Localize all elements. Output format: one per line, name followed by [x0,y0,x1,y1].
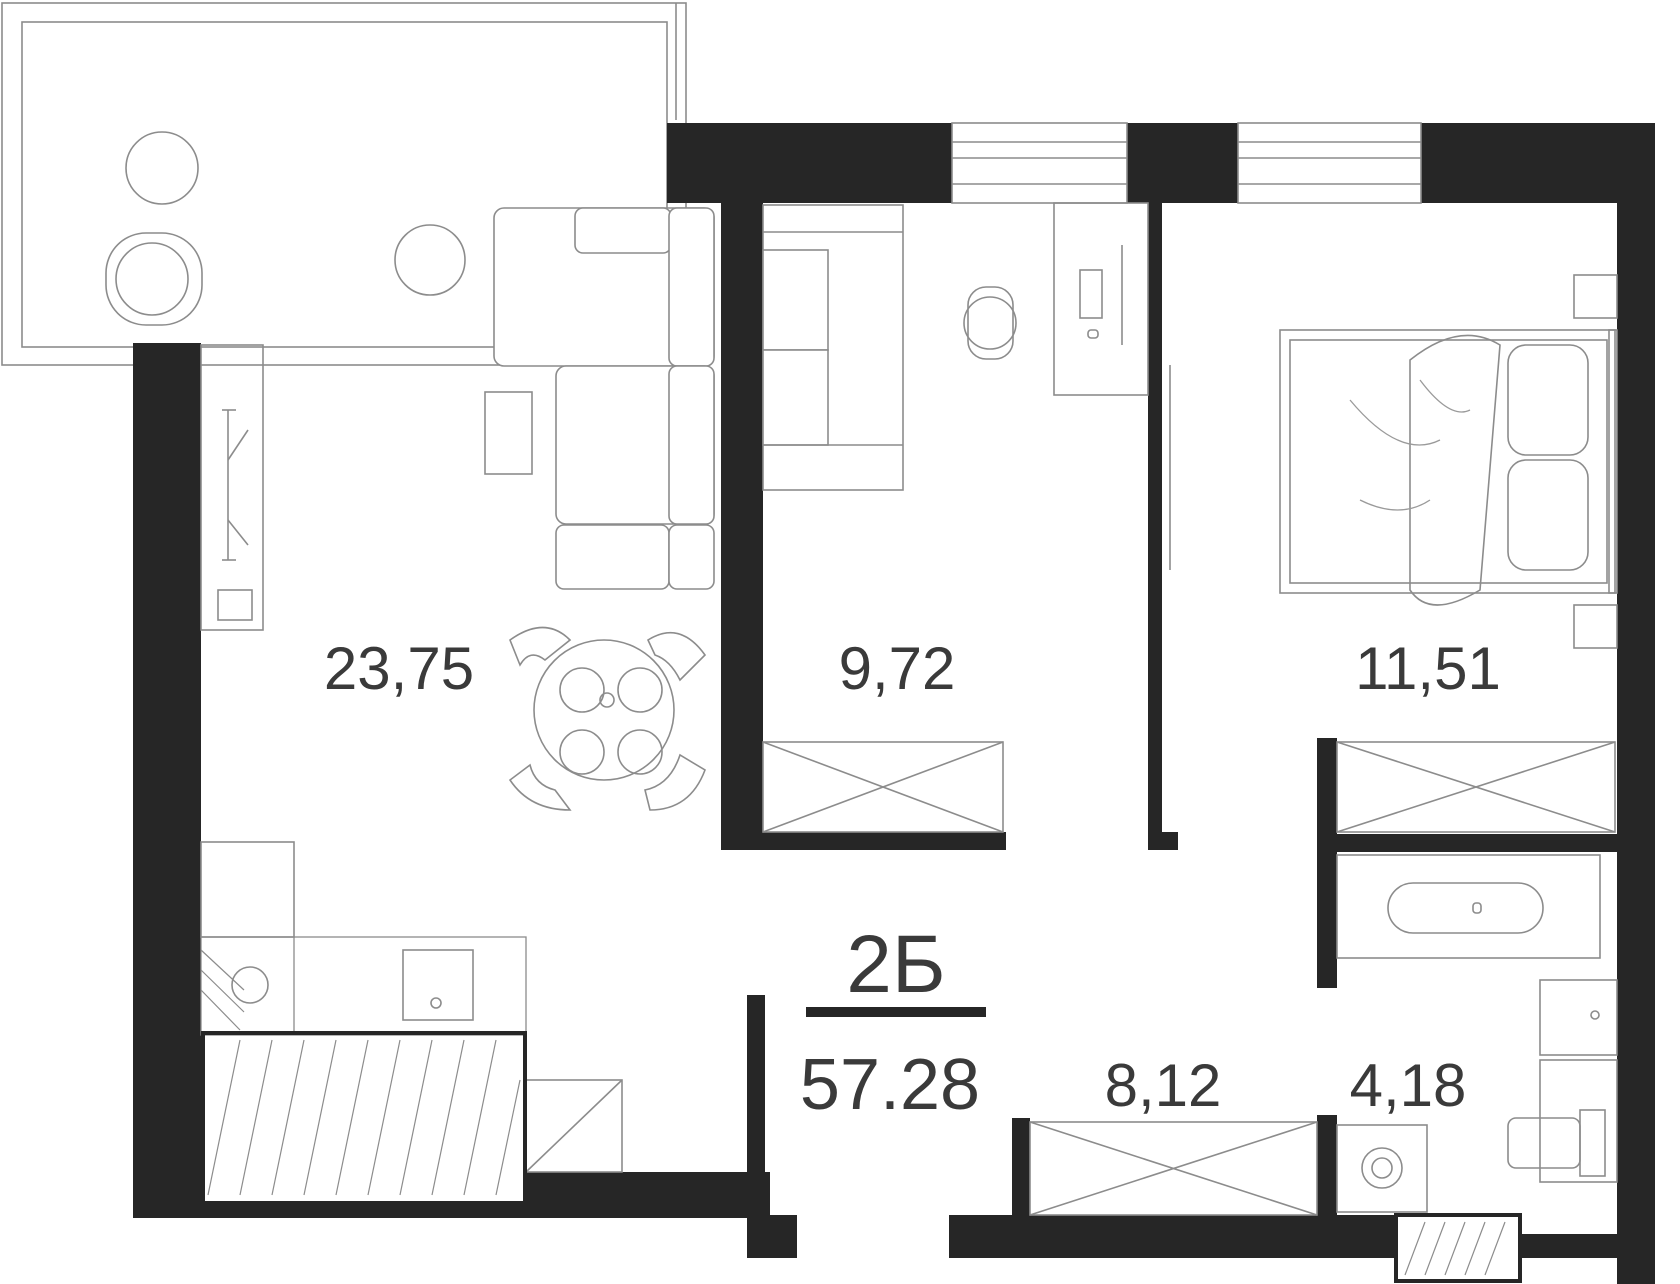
toilet [1507,1109,1606,1177]
nightstand-1 [1573,274,1618,319]
bathtub [1336,854,1601,959]
wardrobe-corridor [1029,1121,1318,1216]
bedroom-1-sofa [762,204,904,491]
desk-chair [963,286,1017,360]
walls [133,123,1655,1284]
apartment-total-area: 57.28 [800,1045,980,1125]
bed [1279,329,1618,606]
balcony-armchair [105,232,203,326]
room-area-bedroom-2: 11,51 [1355,635,1501,702]
window-bedroom-1 [951,122,1128,204]
bathroom-shaft [1394,1213,1522,1283]
washbasin [1539,979,1618,1183]
apartment-type: 2Б [846,919,945,1010]
nightstand-2 [1573,604,1618,649]
balcony-chair-1 [125,131,199,205]
window-bedroom-2 [1237,122,1422,204]
wardrobe-bedroom-1 [762,741,1004,833]
room-area-living: 23,75 [324,635,474,702]
kitchen-counter-hatched [201,1031,527,1205]
room-area-bathroom: 4,18 [1350,1052,1467,1119]
room-area-corridor: 8,12 [1105,1052,1222,1119]
washing-machine [1336,1124,1428,1213]
coffee-table [484,391,533,475]
tv-cabinet [200,344,264,631]
corner-sofa [493,207,715,590]
desk [1053,202,1149,396]
balcony-chair-2 [394,224,466,296]
room-area-bedroom-1: 9,72 [839,635,956,702]
dining-set [508,626,707,811]
kitchen [200,841,623,1173]
apartment-divider [806,1007,986,1017]
wardrobe-bedroom-2 [1336,741,1616,833]
